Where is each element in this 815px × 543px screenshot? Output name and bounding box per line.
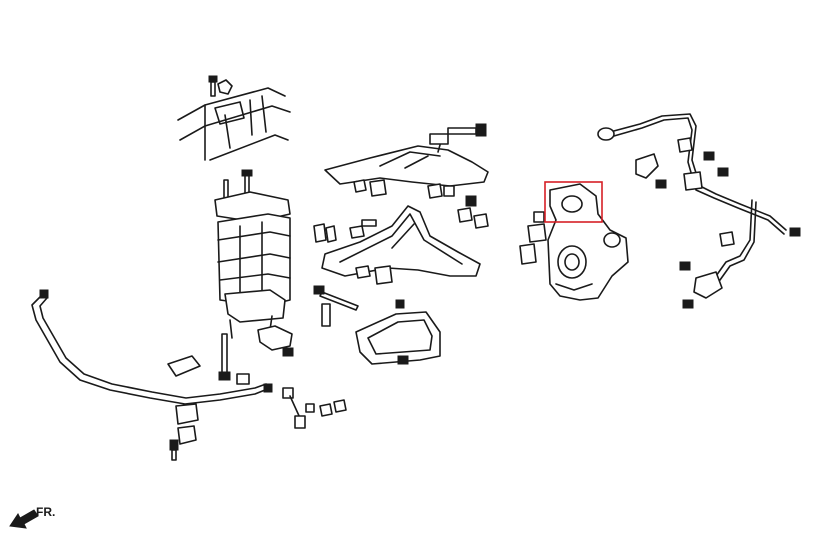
knuckle-assembly	[214, 169, 291, 339]
knuckle-bracket	[257, 325, 294, 357]
hub-knuckle	[519, 183, 629, 301]
abs-bracket	[635, 153, 667, 189]
stabilizer-bar	[31, 289, 273, 405]
stabilizer-bushing	[169, 403, 199, 461]
stabilizer-link	[282, 387, 347, 429]
frame-bolt	[208, 75, 233, 97]
highlight-box	[544, 181, 603, 223]
stabilizer-link-plate	[167, 355, 201, 377]
splash-shield	[355, 299, 441, 365]
lower-arm	[313, 195, 489, 285]
body-frame-section	[177, 87, 291, 161]
direction-label: FR.	[36, 505, 55, 519]
lower-arm-bolt	[313, 285, 359, 327]
lower-ball-joint	[218, 333, 250, 385]
upper-arm	[324, 123, 489, 199]
arrow-down-left-icon	[9, 509, 39, 529]
front-direction-marker: FR.	[9, 505, 55, 529]
abs-sensor-harness	[597, 113, 801, 237]
abs-lower-harness	[679, 199, 757, 309]
